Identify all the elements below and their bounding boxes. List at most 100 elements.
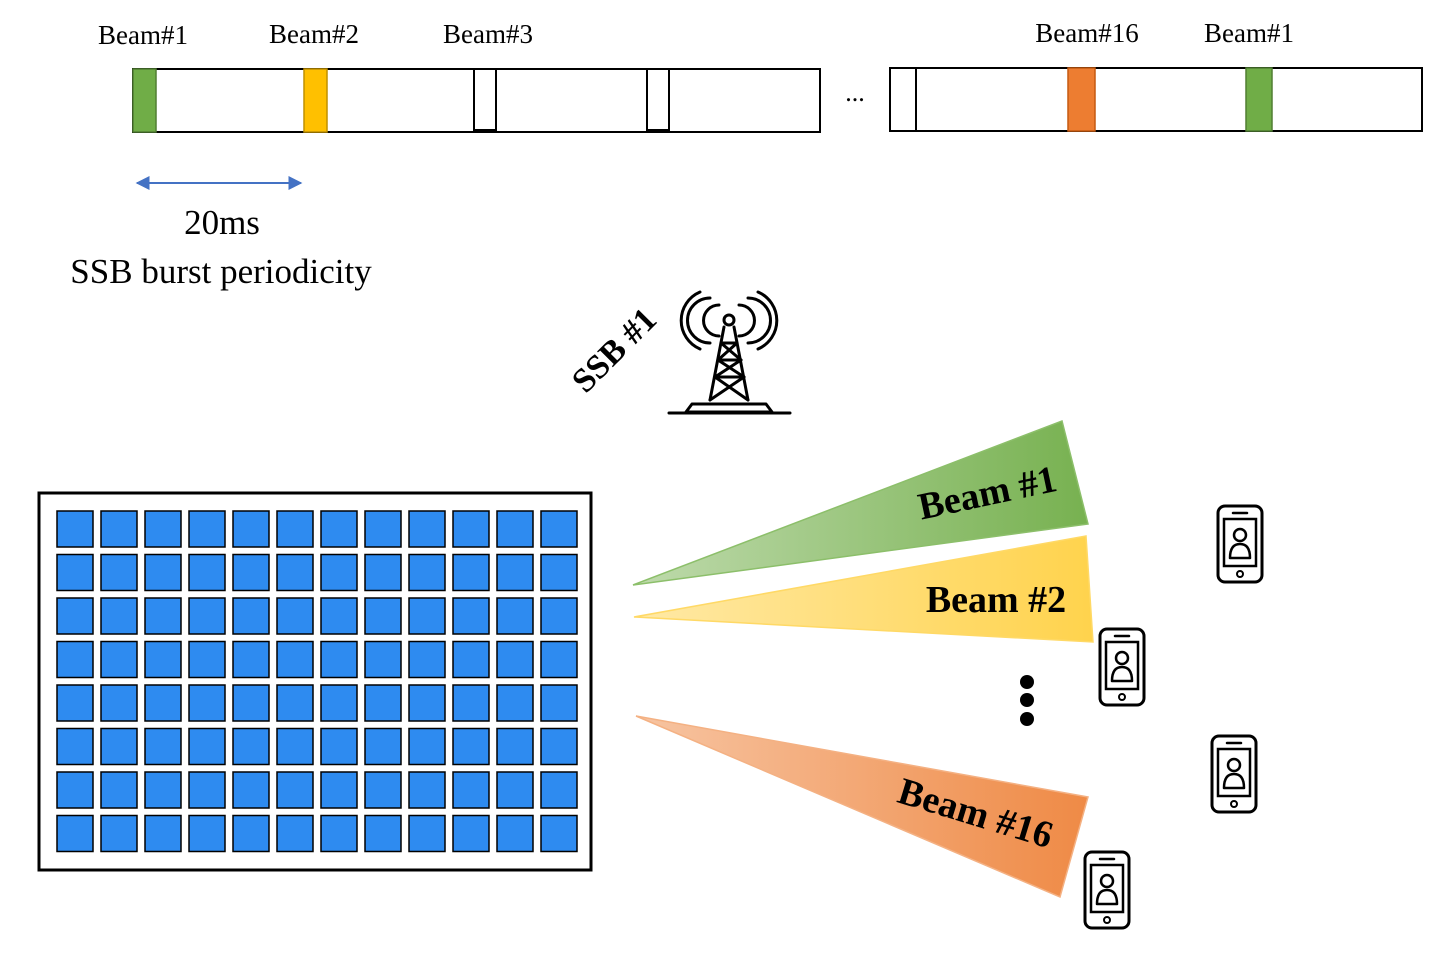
antenna-element (320, 771, 358, 809)
antenna-element (496, 814, 534, 853)
antenna-element (496, 597, 534, 635)
antenna-element (496, 553, 534, 592)
antenna-element (408, 640, 446, 679)
antenna-element (364, 640, 402, 679)
antenna-element (540, 684, 578, 722)
antenna-element (364, 553, 402, 592)
antenna-element (320, 553, 358, 592)
ssb-timeline: Beam#1 Beam#2 Beam#3 Beam#16 Beam#1 ... … (70, 18, 1423, 291)
antenna-element (540, 553, 578, 592)
antenna-element (320, 640, 358, 679)
antenna-element (496, 510, 534, 548)
periodicity-caption: SSB burst periodicity (70, 252, 372, 291)
antenna-element (188, 727, 226, 766)
antenna-element (452, 510, 490, 548)
antenna-element (540, 510, 578, 548)
antenna-element (540, 771, 578, 809)
antenna-element (364, 684, 402, 722)
antenna-element (540, 727, 578, 766)
antenna-element (364, 597, 402, 635)
antenna-element (408, 684, 446, 722)
periodicity-value: 20ms (184, 203, 260, 242)
ssb-slot-beam1 (132, 68, 157, 133)
vertical-ellipsis (1020, 675, 1034, 726)
antenna-element (452, 771, 490, 809)
antenna-element (320, 814, 358, 853)
smartphone-user-icon (1210, 734, 1258, 814)
antenna-element (56, 510, 94, 548)
antenna-element (320, 510, 358, 548)
beam-2-shape (633, 535, 1094, 643)
antenna-element (144, 597, 182, 635)
antenna-element (56, 771, 94, 809)
antenna-element (56, 640, 94, 679)
antenna-element (100, 814, 138, 853)
antenna-element (408, 771, 446, 809)
antenna-element (276, 684, 314, 722)
ssb-slot-beam3 (473, 68, 497, 131)
antenna-element (188, 510, 226, 548)
antenna-element (496, 727, 534, 766)
antenna-element (320, 684, 358, 722)
antenna-element (56, 727, 94, 766)
antenna-element (144, 771, 182, 809)
ssb-slot-pre-beam16 (889, 67, 917, 132)
smartphone-user-icon (1083, 850, 1131, 930)
antenna-element (232, 727, 270, 766)
timeline-ellipsis: ... (845, 78, 865, 107)
antenna-element (276, 771, 314, 809)
antenna-element (232, 510, 270, 548)
antenna-element (276, 640, 314, 679)
timeline-frame-right (889, 67, 1423, 132)
beams: Beam #1 Beam #2 Beam #16 (632, 419, 1094, 899)
ssb-slot-beam2 (303, 68, 328, 133)
antenna-element (276, 597, 314, 635)
antenna-element (364, 510, 402, 548)
antenna-element (496, 684, 534, 722)
antenna-elements (56, 510, 578, 853)
ssb-slot-beam4 (646, 68, 670, 131)
antenna-element (320, 727, 358, 766)
antenna-element (452, 553, 490, 592)
antenna-element (100, 553, 138, 592)
antenna-element (188, 814, 226, 853)
antenna-element (320, 597, 358, 635)
antenna-element (100, 727, 138, 766)
antenna-element (452, 597, 490, 635)
beam-1-shape (632, 419, 1089, 586)
antenna-element (144, 727, 182, 766)
antenna-element (144, 684, 182, 722)
antenna-element (144, 814, 182, 853)
antenna-element (276, 727, 314, 766)
antenna-element (452, 727, 490, 766)
antenna-element (452, 640, 490, 679)
antenna-array-frame (37, 491, 593, 872)
antenna-element (540, 640, 578, 679)
antenna-element (188, 640, 226, 679)
antenna-element (276, 553, 314, 592)
ssb-slot-beam16 (1067, 67, 1096, 132)
smartphone-user-icon (1098, 627, 1146, 707)
antenna-element (408, 553, 446, 592)
antenna-element (56, 597, 94, 635)
antenna-element (188, 597, 226, 635)
antenna-element (496, 771, 534, 809)
ssb-slot-beam1-repeat (1245, 67, 1273, 132)
antenna-element (276, 510, 314, 548)
antenna-element (188, 771, 226, 809)
antenna-element (188, 553, 226, 592)
timeline-beam-label-1-repeat: Beam#1 (1204, 18, 1294, 48)
antenna-element (540, 814, 578, 853)
antenna-element (232, 684, 270, 722)
antenna-element (232, 814, 270, 853)
antenna-element (144, 640, 182, 679)
antenna-element (408, 510, 446, 548)
antenna-element (364, 814, 402, 853)
antenna-element (364, 727, 402, 766)
antenna-element (408, 727, 446, 766)
antenna-element (408, 814, 446, 853)
antenna-element (232, 597, 270, 635)
beam-2-label: Beam #2 (926, 579, 1066, 621)
antenna-element (100, 510, 138, 548)
smartphone-user-icon (1216, 504, 1264, 584)
